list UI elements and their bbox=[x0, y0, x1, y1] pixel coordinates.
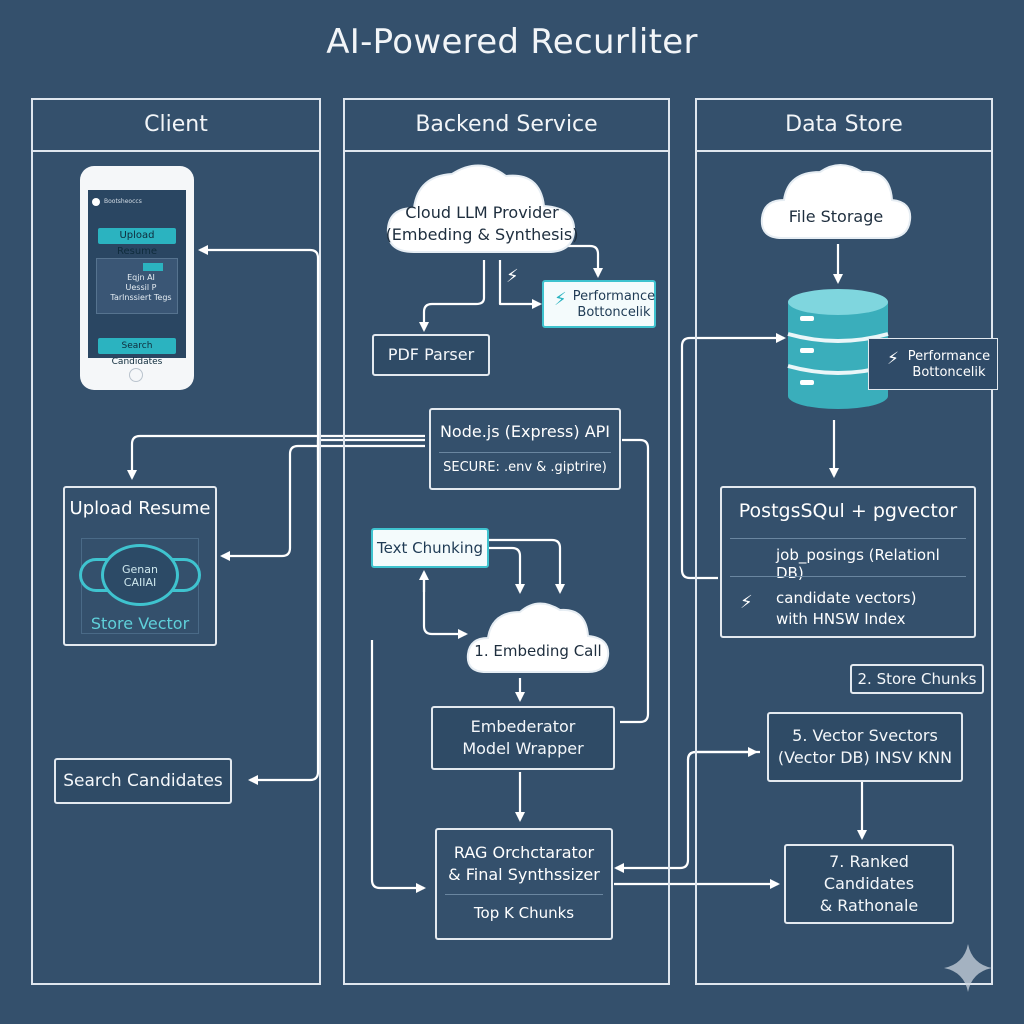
arrow-to-upload-box bbox=[220, 444, 425, 561]
lightning-icon: ⚡ bbox=[554, 289, 567, 310]
line-api-to-wrapper bbox=[620, 438, 650, 724]
arrow-pg-to-db bbox=[680, 333, 786, 580]
rag-divider bbox=[445, 894, 603, 895]
text-chunking-box[interactable]: Text Chunking bbox=[371, 528, 489, 568]
postgres-box[interactable]: PostgsSQul + pgvector job_posings (Relat… bbox=[720, 486, 976, 638]
cloud-icon bbox=[386, 164, 576, 253]
backend-perf-line1: Performance bbox=[572, 289, 656, 304]
phone-icon: Bootsheoccs Upload Resume Eqjn AI Uessil… bbox=[80, 166, 194, 390]
upload-badge-line1: Genan bbox=[122, 563, 158, 576]
file-storage-label: File Storage bbox=[788, 207, 884, 226]
cloud-llm-label: Cloud LLM Provider (Embeding & Synthesis… bbox=[384, 202, 580, 246]
lane-client: Client bbox=[31, 98, 321, 985]
arrow-llm-to-pdf bbox=[419, 260, 486, 332]
postgres-row2-line1: candidate vectors) bbox=[776, 589, 917, 607]
phone-home-button bbox=[129, 368, 143, 382]
app-logo-icon bbox=[92, 197, 100, 206]
api-title: Node.js (Express) API bbox=[439, 422, 611, 441]
sparkle-icon bbox=[944, 944, 992, 992]
cloud-llm-line1: Cloud LLM Provider bbox=[405, 203, 559, 222]
arrow-left-to-rag bbox=[370, 640, 426, 893]
api-secure-text: SECURE: .env & .giptrire) bbox=[431, 460, 619, 475]
phone-app-header: Bootsheoccs bbox=[92, 196, 182, 208]
lane-backend: Backend Service bbox=[343, 98, 670, 985]
phone-card-line3: Tarlnssiert Tegs bbox=[110, 293, 172, 302]
vector-search-text: 5. Vector Svectors (Vector DB) INSV KNN bbox=[778, 725, 952, 769]
phone-card-line1: Eqjn AI bbox=[127, 273, 155, 282]
postgres-divider1 bbox=[730, 538, 966, 539]
phone-card-text: Eqjn AI Uessil P Tarlnssiert Tegs bbox=[103, 273, 179, 303]
lightning-icon: ⚡ bbox=[506, 266, 519, 287]
arrow-to-embed-left bbox=[422, 578, 468, 639]
datastore-perf-line2: Bottoncelik bbox=[912, 365, 986, 380]
upload-resume-title: Upload Resume bbox=[69, 498, 211, 519]
ranked-line2: & Rathonale bbox=[819, 896, 919, 915]
store-chunks-box[interactable]: 2. Store Chunks bbox=[850, 664, 984, 694]
lane-datastore-header: Data Store bbox=[697, 100, 991, 152]
rag-line1: RAG Orchctarator bbox=[453, 843, 595, 862]
postgres-row2-line2: with HNSW Index bbox=[776, 610, 906, 628]
wrapper-line2: Model Wrapper bbox=[462, 739, 584, 758]
ranked-line1: 7. Ranked Candidates bbox=[823, 852, 915, 893]
arrow-api-to-upload bbox=[127, 434, 425, 480]
postgres-title: PostgsSQul + pgvector bbox=[738, 500, 958, 522]
api-box[interactable]: Node.js (Express) API SECURE: .env & .gi… bbox=[429, 408, 621, 490]
lightning-icon: ⚡ bbox=[740, 592, 753, 613]
search-candidates-box[interactable]: Search Candidates bbox=[54, 758, 232, 804]
cloud-icon bbox=[466, 602, 610, 673]
vector-search-box[interactable]: 5. Vector Svectors (Vector DB) INSV KNN bbox=[767, 712, 963, 782]
backend-perf-line2: Bottoncelik bbox=[577, 305, 651, 320]
upload-badge-icon: Genan CAIIAI bbox=[101, 544, 179, 606]
cloud-llm-line2: (Embeding & Synthesis) bbox=[385, 225, 579, 244]
ranked-text: 7. Ranked Candidates & Rathonale bbox=[786, 851, 952, 917]
store-vector-label: Store Vector bbox=[90, 614, 190, 633]
arrow-llm-to-perf2 bbox=[498, 260, 542, 309]
lightning-icon: ⚡ bbox=[887, 349, 899, 369]
phone-card-chip bbox=[143, 263, 163, 271]
backend-performance-note: ⚡ Performance Bottoncelik bbox=[542, 280, 656, 328]
upload-badge-line2: CAIIAI bbox=[123, 576, 157, 589]
phone-screen: Bootsheoccs Upload Resume Eqjn AI Uessil… bbox=[88, 190, 186, 367]
upload-resume-box[interactable]: Upload Resume Genan CAIIAI Store Vector bbox=[63, 486, 217, 646]
arrow-to-phone bbox=[198, 245, 320, 460]
phone-upload-button[interactable]: Upload Resume bbox=[98, 228, 176, 257]
embedding-call-label: 1. Embeding Call bbox=[474, 642, 602, 660]
wrapper-line1: Embederator bbox=[470, 717, 576, 736]
rag-line2: & Final Synthssizer bbox=[448, 865, 600, 884]
lane-client-header: Client bbox=[33, 100, 319, 152]
arrow-llm-to-perf bbox=[560, 244, 603, 278]
rag-topk: Top K Chunks bbox=[473, 904, 575, 922]
backend-perf-text: Performance Bottoncelik bbox=[572, 289, 656, 321]
datastore-perf-line1: Performance bbox=[907, 349, 991, 364]
embedding-wrapper-box[interactable]: Embederator Model Wrapper bbox=[431, 706, 615, 770]
postgres-row2: candidate vectors) with HNSW Index bbox=[776, 588, 972, 630]
phone-search-button[interactable]: Search Candidates bbox=[98, 338, 176, 367]
api-divider bbox=[439, 452, 611, 453]
lane-datastore: Data Store bbox=[695, 98, 993, 985]
api-secure-label: SECURE: .env & .giptrire) bbox=[443, 460, 607, 475]
rag-orchestrator-box[interactable]: RAG Orchctarator & Final Synthssizer Top… bbox=[435, 828, 613, 940]
arrow-chunk-to-embed bbox=[488, 546, 525, 594]
postgres-divider2 bbox=[730, 576, 966, 577]
arrow-to-search-box bbox=[248, 438, 425, 785]
arrow-chunk-to-embed2 bbox=[488, 538, 565, 594]
wrapper-text: Embederator Model Wrapper bbox=[462, 716, 583, 760]
vector-search-line1: 5. Vector Svectors bbox=[792, 726, 938, 745]
vector-search-line2: (Vector DB) INSV KNN bbox=[777, 748, 953, 767]
upload-resume-panel bbox=[81, 538, 199, 634]
cloud-icon bbox=[760, 164, 912, 239]
pdf-parser-box[interactable]: PDF Parser bbox=[372, 334, 490, 376]
lane-backend-header: Backend Service bbox=[345, 100, 668, 152]
ranked-candidates-box[interactable]: 7. Ranked Candidates & Rathonale bbox=[784, 844, 954, 924]
phone-card: Eqjn AI Uessil P Tarlnssiert Tegs bbox=[96, 258, 178, 314]
phone-app-name: Bootsheoccs bbox=[104, 198, 142, 205]
datastore-performance-note: ⚡ Performance Bottoncelik bbox=[868, 338, 998, 390]
rag-title: RAG Orchctarator & Final Synthssizer bbox=[437, 842, 611, 886]
datastore-perf-text: Performance Bottoncelik bbox=[903, 349, 995, 381]
diagram-title: AI-Powered Recurliter bbox=[326, 22, 698, 62]
phone-card-line2: Uessil P bbox=[125, 283, 157, 292]
postgres-row1: job_posings (Relationl DB) bbox=[776, 546, 940, 582]
